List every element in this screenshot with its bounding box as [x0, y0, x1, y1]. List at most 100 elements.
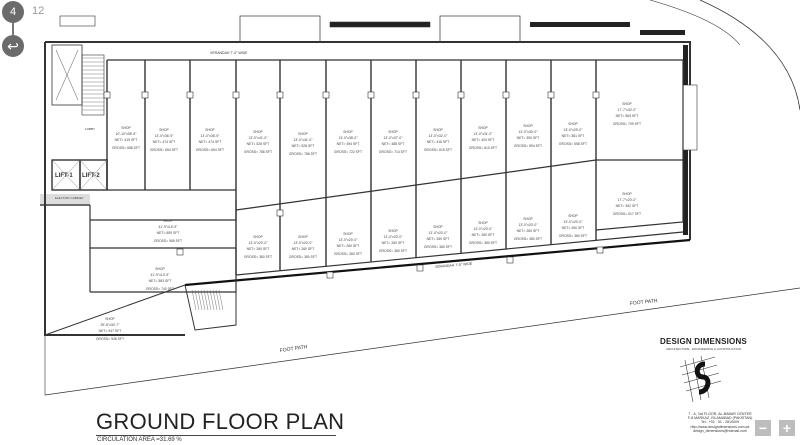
company-address: 7 - A, 3rd FLOOR, AL-BABAR CENTER F-8 MA… [660, 412, 780, 433]
shop-dims: 17'-7"x20'-0" [618, 198, 638, 202]
column [326, 271, 334, 279]
phone: Tel : +92 - 51 - 2819009 [700, 420, 740, 425]
shop-net: NET= 260 SFT [247, 247, 270, 251]
shop-name: SHOP [298, 235, 308, 239]
shop-gross: GROSS= 740 SFT [146, 287, 174, 291]
shop-gross: GROSS= 722 SFT [334, 150, 362, 154]
shop-dims: 13'-0"x32'-0" [429, 134, 449, 138]
shop-net: NET= 947 SFT [99, 329, 122, 333]
shop-name: SHOP [433, 225, 443, 229]
shop-name: SHOP [253, 235, 263, 239]
shop-dims: 41'-9"x13'-9" [151, 273, 171, 277]
outer-wall-top [45, 41, 691, 240]
column [416, 264, 424, 272]
shop-name: SHOP [343, 232, 353, 236]
shop-dims: 13'-0"x20'-0" [474, 227, 494, 231]
column [232, 91, 240, 99]
shop-name: SHOP [388, 130, 398, 134]
shop-gross: GROSS= 380 SFT [424, 245, 452, 249]
column [176, 248, 184, 256]
shop-net: NET= 528 SFT [292, 144, 315, 148]
shop-name: SHOP [155, 267, 165, 271]
shop-net: NET= 381 SFT [562, 134, 585, 138]
shop-name: SHOP [163, 219, 173, 223]
shop-dims: 13'-0"x20'-0" [429, 231, 449, 235]
shop-dims: 13'-0"x29'-0" [564, 128, 584, 132]
shop-gross: GROSS= 380 SFT [469, 241, 497, 245]
shop-unit: SHOP 13'-0"x29'-0" NET= 381 SFT GROSS= 558 … [559, 122, 587, 146]
shop-dims: 13'-0"x36'-9" [155, 134, 175, 138]
shop-gross: GROSS= 946 SFT [96, 337, 124, 341]
lift-2-label: LIFT-2 [82, 173, 100, 179]
website: http://www.designdimensions.com.pk [690, 424, 750, 429]
shop-unit: SHOP 39'-6"x30'-7" NET= 947 SFT GROSS= 946 … [96, 317, 124, 341]
outer-wall-left [44, 42, 185, 336]
boundary-curve [649, 0, 741, 46]
shop-net: NET= 260 SFT [382, 241, 405, 245]
shop-dims: 13'-0"x36'-9" [201, 134, 221, 138]
shop-dims: 13'-0"x20'-0" [294, 241, 314, 245]
shop-net: NET= 416 SFT [427, 140, 450, 144]
shop-dims: 13'-0"x20'-0" [384, 235, 404, 239]
foot-path-label-2: FOOT PATH [279, 344, 308, 354]
zoom-out-button[interactable]: − [755, 420, 771, 436]
page-number-badge[interactable]: 4 [2, 1, 24, 23]
shop-dims: 13'-0"x30'-0" [519, 130, 539, 134]
shop-gross: GROSS= 786 SFT [289, 152, 317, 156]
column [457, 91, 465, 99]
shop-dims: 13'-0"x20'-0" [249, 241, 269, 245]
lobby-label: LOBBY [85, 127, 95, 131]
shop-name: SHOP [568, 122, 578, 126]
column [506, 256, 514, 264]
shop-name: SHOP [253, 130, 263, 134]
foot-path-line [44, 287, 800, 396]
shop-net: NET= 488 SFT [382, 142, 405, 146]
column [276, 209, 284, 217]
shop-dims: 17'-7"x32'-0" [618, 108, 638, 112]
address-line: 7 - A, 3rd FLOOR, AL-BABAR CENTER [688, 412, 752, 416]
shop-gross: GROSS= 610 SFT [469, 146, 497, 150]
back-button[interactable]: ↩ [2, 35, 24, 57]
shop-name: SHOP [105, 317, 115, 321]
column [596, 246, 604, 254]
shop-dims: 13'-0"x41'-0" [294, 138, 314, 142]
shop-net: NET= 583 SFT [149, 279, 172, 283]
front-wall [184, 238, 691, 287]
shop-gross: GROSS= 558 SFT [559, 142, 587, 146]
shop-gross: GROSS= 380 SFT [334, 252, 362, 256]
shop-gross: GROSS= 594 SFT [514, 144, 542, 148]
company-tagline: ARCHITECTURE · ENGINEERING & CONSTRUCTIO… [666, 347, 742, 351]
shop-dims: 39'-6"x30'-7" [101, 323, 121, 327]
circulation-area: CIRCULATION AREA =31.69 % [97, 437, 182, 443]
shop-net: NET= 260 SFT [517, 229, 540, 233]
zoom-in-button[interactable]: + [779, 420, 795, 436]
shop-net: NET= 563 SFT [616, 114, 639, 118]
shop-name: SHOP [478, 126, 488, 130]
shop-net: NET= 260 SFT [472, 233, 495, 237]
shop-dims: 13'-0"x20'-0" [564, 220, 584, 224]
shop-dims: 13'-0"x31'-0" [474, 132, 494, 136]
email: design_dimensions@hotmail.com [693, 428, 747, 433]
shop-name: SHOP [568, 214, 578, 218]
shop-dims: 13'-0"x38'-0" [339, 136, 359, 140]
shop-gross: GROSS= 965 SFT [154, 239, 182, 243]
verandah-bottom-label: VERANDAH 7'-0" WIDE [435, 262, 473, 269]
column [141, 91, 149, 99]
shop-net: NET= 260 SFT [292, 247, 315, 251]
shop-net: NET= 494 SFT [337, 142, 360, 146]
column [103, 91, 111, 99]
company-logo-icon [679, 355, 722, 403]
front-edge [44, 284, 186, 336]
